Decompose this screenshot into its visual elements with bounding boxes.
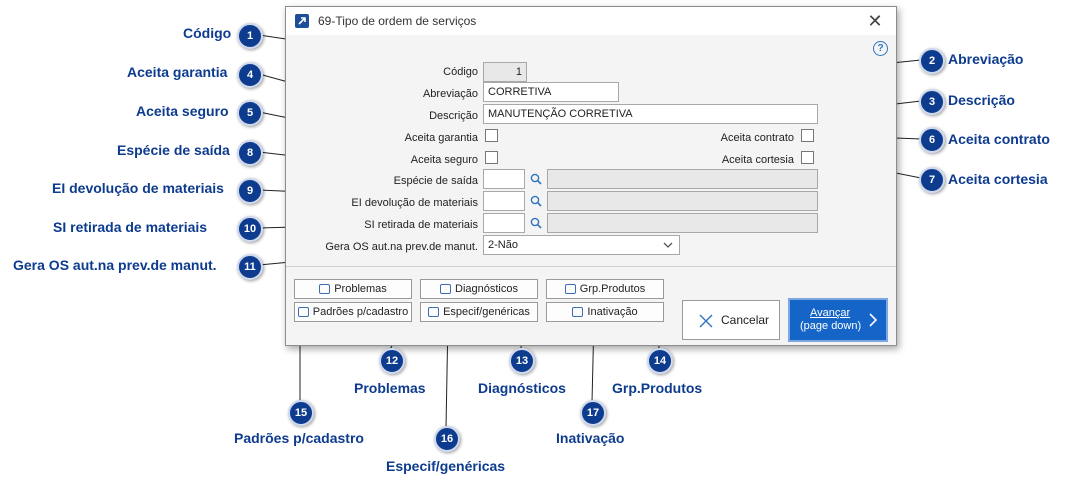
chevron-down-icon	[663, 242, 673, 248]
descricao-field[interactable]: MANUTENÇÃO CORRETIVA	[483, 104, 818, 124]
aceita-cortesia-checkbox[interactable]	[801, 151, 814, 164]
callout-label-8: Espécie de saída	[117, 142, 230, 158]
help-icon[interactable]: ?	[873, 41, 888, 56]
aceita-contrato-label: Aceita contrato	[720, 132, 794, 144]
callout-badge-10: 10	[237, 216, 263, 242]
callout-label-17: Inativação	[556, 430, 625, 446]
callout-badge-11: 11	[237, 254, 263, 280]
window-title: 69-Tipo de ordem de serviços	[318, 14, 477, 28]
callout-badge-2: 2	[919, 48, 945, 74]
title-bar: 69-Tipo de ordem de serviços ✕	[286, 7, 896, 35]
callout-label-13: Diagnósticos	[478, 380, 566, 396]
callout-badge-4: 4	[237, 62, 263, 88]
aceita-seguro-checkbox[interactable]	[485, 151, 498, 164]
descricao-label: Descrição	[429, 110, 478, 122]
specifics-doc-icon	[428, 307, 440, 317]
abreviacao-label: Abreviação	[422, 88, 478, 100]
gera-label: Gera OS aut.na prev.de manut.	[325, 241, 478, 253]
callout-badge-15: 15	[288, 400, 314, 426]
problem-doc-icon	[319, 284, 331, 294]
app-arrow-icon	[295, 14, 309, 28]
ei-search-icon[interactable]	[530, 195, 542, 207]
gera-select[interactable]: 2-Não	[483, 235, 680, 255]
callout-label-5: Aceita seguro	[136, 103, 229, 119]
callout-label-10: SI retirada de materiais	[53, 219, 208, 235]
codigo-field[interactable]: 1	[483, 62, 527, 82]
callout-label-16: Especif/genéricas	[386, 458, 506, 474]
dialog-window: 69-Tipo de ordem de serviços ✕ ? Código …	[285, 6, 897, 346]
inactivation-icon	[572, 307, 584, 317]
ei-code-field[interactable]	[483, 191, 525, 211]
problemas-button[interactable]: Problemas	[294, 279, 412, 299]
grp-produtos-button[interactable]: Grp.Produtos	[546, 279, 664, 299]
callout-badge-17: 17	[580, 400, 606, 426]
callout-label-9: EI devolução de materiais	[52, 180, 224, 196]
especif-button[interactable]: Especif/genéricas	[420, 302, 538, 322]
callout-badge-8: 8	[237, 140, 263, 166]
si-search-icon[interactable]	[530, 217, 542, 229]
callout-label-12: Problemas	[354, 380, 426, 396]
aceita-garantia-checkbox[interactable]	[485, 129, 498, 142]
callout-label-7: Aceita cortesia	[948, 171, 1048, 187]
si-description-field	[547, 213, 818, 233]
si-label: SI retirada de materiais	[364, 219, 478, 231]
especie-code-field[interactable]	[483, 169, 525, 189]
ei-label: EI devolução de materiais	[351, 197, 478, 209]
diagnosticos-button[interactable]: Diagnósticos	[420, 279, 538, 299]
callout-badge-5: 5	[237, 100, 263, 126]
abreviacao-field[interactable]: CORRETIVA	[483, 82, 619, 102]
callout-label-6: Aceita contrato	[948, 131, 1050, 147]
cancel-button[interactable]: Cancelar	[682, 300, 780, 340]
divider	[286, 266, 896, 267]
chevron-right-icon	[869, 313, 878, 327]
callout-label-1: Código	[183, 25, 232, 41]
callout-badge-9: 9	[237, 178, 263, 204]
next-button[interactable]: Avançar (page down)	[788, 298, 888, 342]
callout-badge-16: 16	[434, 426, 460, 452]
callout-badge-3: 3	[919, 89, 945, 115]
aceita-contrato-checkbox[interactable]	[801, 129, 814, 142]
ei-description-field	[547, 191, 818, 211]
callout-label-4: Aceita garantia	[127, 64, 228, 80]
aceita-cortesia-label: Aceita cortesia	[721, 154, 794, 166]
aceita-seguro-label: Aceita seguro	[410, 154, 478, 166]
callout-label-14: Grp.Produtos	[612, 380, 703, 396]
callout-badge-14: 14	[647, 348, 673, 374]
callout-badge-13: 13	[509, 348, 535, 374]
callout-badge-1: 1	[237, 23, 263, 49]
callout-label-11: Gera OS aut.na prev.de manut.	[13, 257, 217, 273]
close-x-icon	[699, 314, 713, 328]
especie-label: Espécie de saída	[393, 175, 478, 187]
callout-label-2: Abreviação	[948, 51, 1024, 67]
callout-badge-6: 6	[919, 127, 945, 153]
close-icon[interactable]: ✕	[867, 11, 883, 31]
aceita-garantia-label: Aceita garantia	[404, 132, 478, 144]
products-box-icon	[564, 284, 576, 294]
especie-search-icon[interactable]	[530, 173, 542, 185]
callout-label-15: Padrões p/cadastro	[234, 430, 364, 446]
especie-description-field	[547, 169, 818, 189]
si-code-field[interactable]	[483, 213, 525, 233]
gera-select-value: 2-Não	[488, 239, 518, 251]
callout-label-3: Descrição	[948, 92, 1015, 108]
padroes-button[interactable]: Padrões p/cadastro	[294, 302, 412, 322]
codigo-label: Código	[443, 66, 478, 78]
inativacao-button[interactable]: Inativação	[546, 302, 664, 322]
diagnosis-doc-icon	[440, 284, 451, 294]
register-standards-icon	[297, 307, 309, 317]
callout-badge-7: 7	[919, 167, 945, 193]
callout-badge-12: 12	[379, 348, 405, 374]
